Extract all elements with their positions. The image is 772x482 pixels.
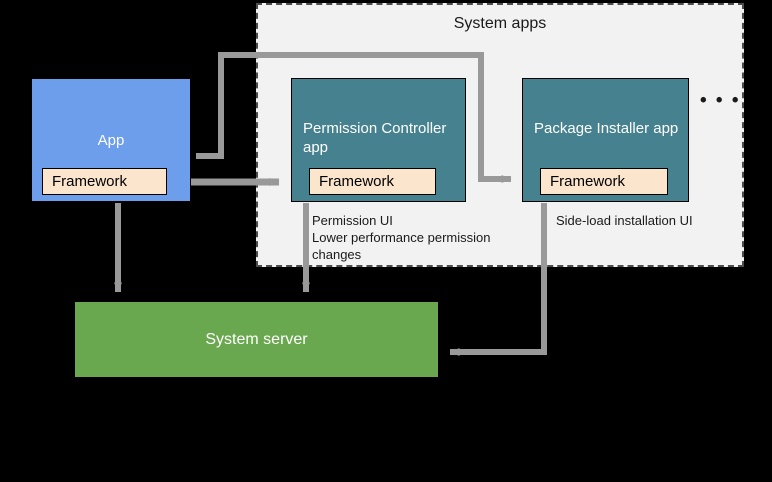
node-app-framework[interactable]: Framework bbox=[42, 168, 167, 195]
node-package-installer-app-label: Package Installer app bbox=[534, 120, 679, 137]
node-package-installer-framework[interactable]: Framework bbox=[540, 168, 668, 195]
node-system-server-label: System server bbox=[205, 330, 308, 348]
node-permission-controller-framework[interactable]: Framework bbox=[309, 168, 436, 195]
node-system-server[interactable]: System server bbox=[74, 301, 439, 378]
node-app-label: App bbox=[97, 132, 125, 149]
node-permission-controller-app-label: Permission Controller app bbox=[303, 120, 447, 156]
permission-controller-caption: Permission UI Lower performance permissi… bbox=[312, 213, 491, 262]
ellipsis-icon: • • • bbox=[700, 90, 741, 111]
package-installer-caption: Side-load installation UI bbox=[556, 213, 693, 228]
system-apps-group-label: System apps bbox=[453, 15, 547, 32]
